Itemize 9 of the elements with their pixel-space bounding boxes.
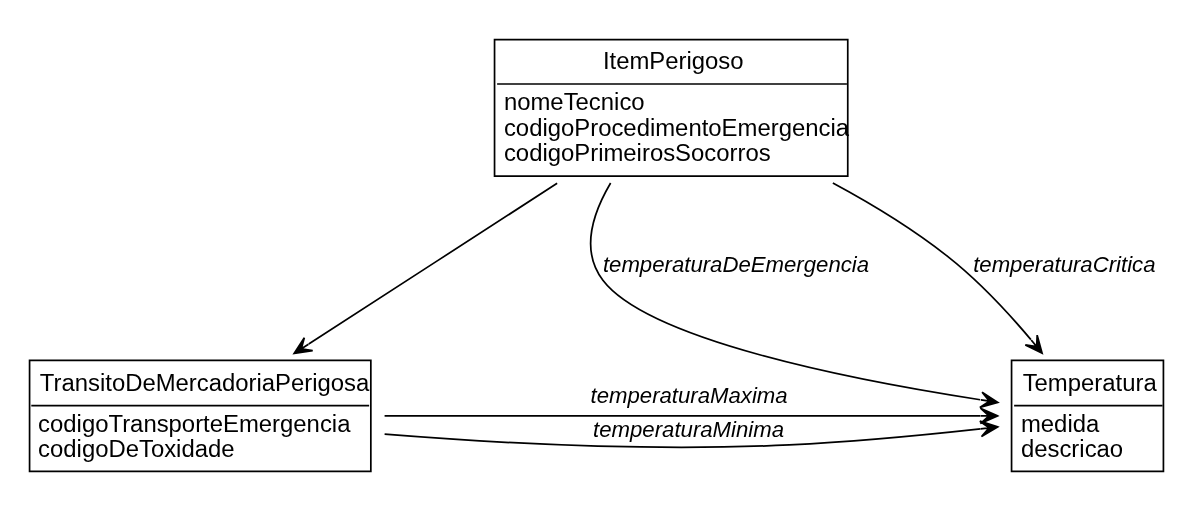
arrow	[293, 182, 558, 354]
arrow	[832, 181, 1043, 354]
edge-label: temperaturaMaxima	[590, 382, 788, 408]
arrow	[383, 406, 999, 424]
edge-label: temperaturaMinima	[593, 416, 785, 442]
arrow	[589, 181, 999, 408]
edge-label: temperaturaDeEmergencia	[602, 251, 870, 277]
edge-label: temperaturaCritica	[973, 251, 1156, 277]
arrow	[383, 419, 999, 448]
